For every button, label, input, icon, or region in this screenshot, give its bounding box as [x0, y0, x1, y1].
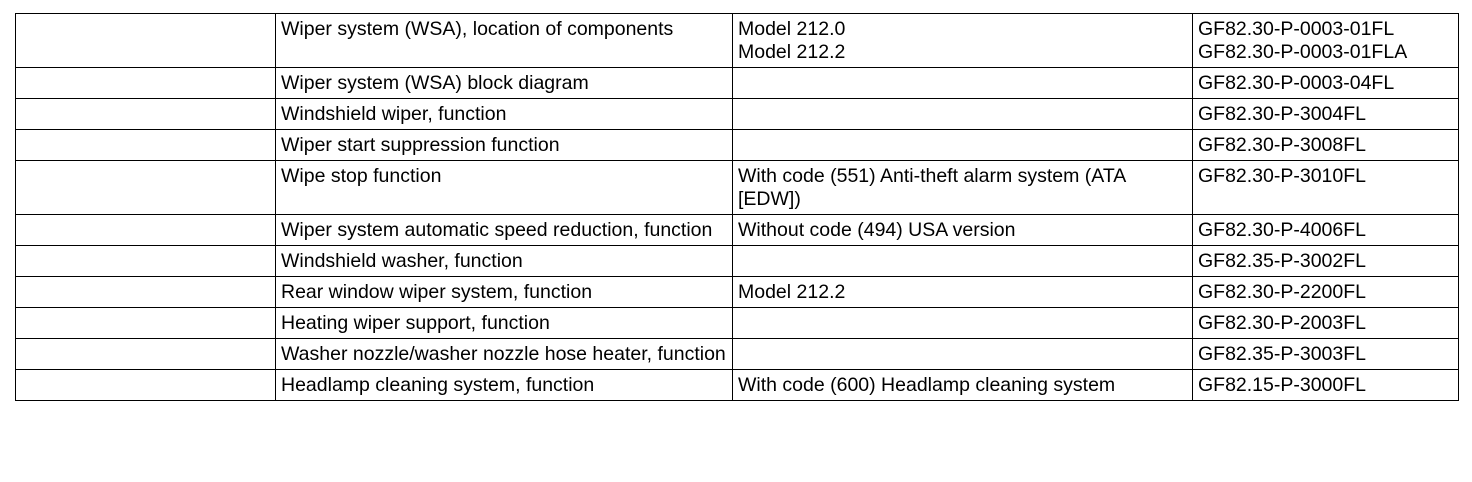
condition-cell — [732, 338, 1193, 370]
function-title: Windshield washer, function — [281, 250, 523, 272]
document-number: GF82.30-P-0003-01FL — [1198, 18, 1395, 40]
document-number: GF82.30-P-3004FL — [1198, 103, 1367, 125]
condition-cell — [732, 245, 1193, 277]
table-row: Windshield wiper, function GF82.30-P-3004… — [15, 98, 1459, 130]
title-cell: Wiper system (WSA) block diagram — [275, 67, 733, 99]
document-number: GF82.30-P-0003-04FL — [1198, 72, 1395, 94]
document-number-cell: GF82.30-P-2003FL — [1192, 307, 1459, 339]
table-row: Wiper start suppression function GF82.30-… — [15, 129, 1459, 161]
table-row: Wiper system (WSA) block diagram GF82.30-… — [15, 67, 1459, 99]
blank-cell — [15, 307, 276, 339]
function-title: Windshield wiper, function — [281, 103, 507, 125]
document-number-cell: GF82.35-P-3003FL — [1192, 338, 1459, 370]
function-title: Wiper system (WSA), location of componen… — [281, 18, 674, 40]
condition-cell — [732, 307, 1193, 339]
condition-cell: With code (551) Anti-theft alarm system … — [732, 160, 1193, 215]
function-title: Wiper start suppression function — [281, 134, 560, 156]
blank-cell — [15, 369, 276, 401]
function-title: Wipe stop function — [281, 165, 442, 187]
title-cell: Heating wiper support, function — [275, 307, 733, 339]
condition-text: Model 212.2 — [738, 281, 846, 303]
table-row: Windshield washer, function GF82.35-P-300… — [15, 245, 1459, 277]
condition-text: Model 212.0 — [738, 18, 846, 40]
title-cell: Rear window wiper system, function — [275, 276, 733, 308]
condition-text: Model 212.2 — [738, 41, 846, 63]
document-number: GF82.30-P-0003-01FLA — [1198, 41, 1408, 63]
document-number: GF82.15-P-3000FL — [1198, 374, 1367, 396]
document-number-cell: GF82.30-P-3010FL — [1192, 160, 1459, 215]
condition-cell — [732, 67, 1193, 99]
function-title: Headlamp cleaning system, function — [281, 374, 595, 396]
document-number-cell: GF82.30-P-2200FL — [1192, 276, 1459, 308]
table-row: Heating wiper support, function GF82.30-P… — [15, 307, 1459, 339]
title-cell: Wiper start suppression function — [275, 129, 733, 161]
table-row: Wiper system (WSA), location of componen… — [15, 13, 1459, 68]
condition-cell — [732, 98, 1193, 130]
document-number: GF82.30-P-2003FL — [1198, 312, 1367, 334]
document-number-cell: GF82.30-P-0003-04FL — [1192, 67, 1459, 99]
condition-text: With code (600) Headlamp cleaning system — [738, 374, 1116, 396]
document-table: Wiper system (WSA), location of componen… — [15, 13, 1459, 401]
function-title: Rear window wiper system, function — [281, 281, 593, 303]
document-number: GF82.30-P-2200FL — [1198, 281, 1367, 303]
document-number-cell: GF82.35-P-3002FL — [1192, 245, 1459, 277]
blank-cell — [15, 98, 276, 130]
condition-cell: With code (600) Headlamp cleaning system — [732, 369, 1193, 401]
condition-text: Without code (494) USA version — [738, 219, 1016, 241]
document-number: GF82.30-P-4006FL — [1198, 219, 1367, 241]
table-row: Wiper system automatic speed reduction, … — [15, 214, 1459, 246]
table-row: Headlamp cleaning system, function With c… — [15, 369, 1459, 401]
blank-cell — [15, 276, 276, 308]
blank-cell — [15, 160, 276, 215]
function-title: Wiper system (WSA) block diagram — [281, 72, 589, 94]
table-row: Rear window wiper system, function Model … — [15, 276, 1459, 308]
blank-cell — [15, 13, 276, 68]
document-number: GF82.30-P-3010FL — [1198, 165, 1367, 187]
document-number-cell: GF82.30-P-3008FL — [1192, 129, 1459, 161]
function-title: Wiper system automatic speed reduction, … — [281, 219, 713, 241]
title-cell: Wiper system (WSA), location of componen… — [275, 13, 733, 68]
document-number-cell: GF82.30-P-3004FL — [1192, 98, 1459, 130]
function-title: Heating wiper support, function — [281, 312, 550, 334]
table-body: Wiper system (WSA), location of componen… — [15, 13, 1459, 401]
function-title: Washer nozzle/washer nozzle hose heater,… — [281, 343, 726, 365]
title-cell: Windshield wiper, function — [275, 98, 733, 130]
document-number: GF82.30-P-3008FL — [1198, 134, 1367, 156]
document-number-cell: GF82.30-P-4006FL — [1192, 214, 1459, 246]
title-cell: Headlamp cleaning system, function — [275, 369, 733, 401]
condition-cell: Without code (494) USA version — [732, 214, 1193, 246]
table-row: Wipe stop function With code (551) Anti-t… — [15, 160, 1459, 215]
document-number: GF82.35-P-3003FL — [1198, 343, 1367, 365]
title-cell: Washer nozzle/washer nozzle hose heater,… — [275, 338, 733, 370]
blank-cell — [15, 67, 276, 99]
blank-cell — [15, 245, 276, 277]
title-cell: Wipe stop function — [275, 160, 733, 215]
blank-cell — [15, 214, 276, 246]
document-number: GF82.35-P-3002FL — [1198, 250, 1367, 272]
document-number-cell: GF82.15-P-3000FL — [1192, 369, 1459, 401]
condition-cell — [732, 129, 1193, 161]
title-cell: Wiper system automatic speed reduction, … — [275, 214, 733, 246]
condition-cell: Model 212.2 — [732, 276, 1193, 308]
title-cell: Windshield washer, function — [275, 245, 733, 277]
condition-text: With code (551) Anti-theft alarm system … — [738, 165, 1126, 210]
blank-cell — [15, 338, 276, 370]
table-row: Washer nozzle/washer nozzle hose heater,… — [15, 338, 1459, 370]
blank-cell — [15, 129, 276, 161]
